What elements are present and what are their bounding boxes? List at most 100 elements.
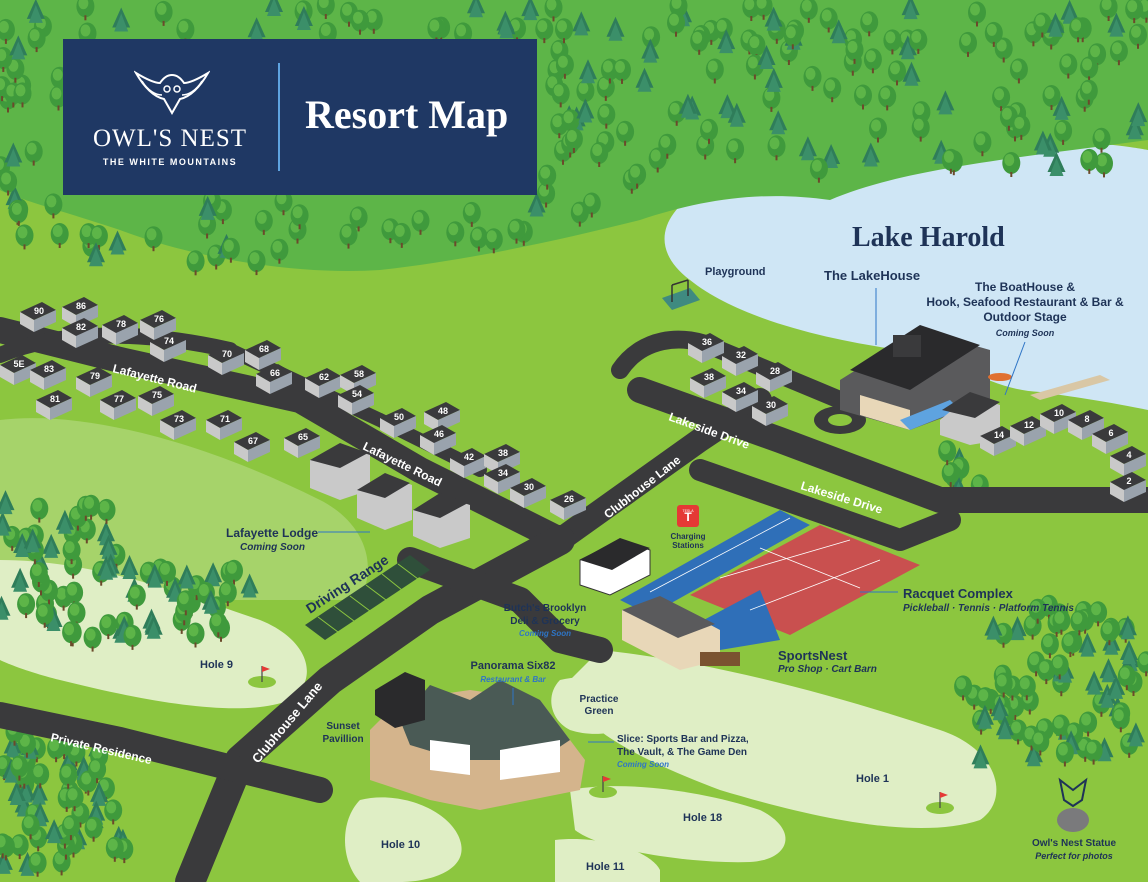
unit-number: 76 xyxy=(154,314,164,324)
practice-green-label-2: Green xyxy=(585,706,614,717)
owls-nest-statue xyxy=(1057,777,1089,832)
unit-number: 70 xyxy=(222,349,232,359)
unit-number: 38 xyxy=(498,448,508,458)
unit-number: 36 xyxy=(702,337,712,347)
slice-note: Coming Soon xyxy=(617,760,669,769)
statue-label: Owl's Nest Statue xyxy=(1032,838,1117,849)
sportsnest-note: Pro Shop · Cart Barn xyxy=(778,664,877,675)
unit-number: 74 xyxy=(164,336,174,346)
butchs-label-2: Deli & Grocery xyxy=(510,616,580,627)
driving-range xyxy=(305,555,430,640)
brand-name: OWL'S NEST xyxy=(92,125,248,152)
unit-number: 50 xyxy=(394,412,404,422)
lake-harold xyxy=(664,140,1148,410)
statue-note: Perfect for photos xyxy=(1035,851,1113,861)
unit-number: 4 xyxy=(1126,450,1131,460)
lafayette-lodge-label: Lafayette Lodge xyxy=(226,526,318,540)
sunset-label-2: Pavillion xyxy=(322,734,363,745)
title-panel: OWL'S NEST THE WHITE MOUNTAINS Resort Ma… xyxy=(63,39,537,195)
brand-logo: OWL'S NEST THE WHITE MOUNTAINS xyxy=(63,39,277,195)
butchs-deli-building xyxy=(579,538,651,596)
lafayette-lodge-note: Coming Soon xyxy=(240,542,305,553)
unit-number: 71 xyxy=(220,414,230,424)
unit-number: 5E xyxy=(13,359,24,369)
butchs-note: Coming Soon xyxy=(519,629,571,638)
sportsnest-building xyxy=(622,596,740,670)
racquet-courts xyxy=(620,510,920,650)
unit-number: 6 xyxy=(1108,428,1113,438)
racquet-note: Pickleball · Tennis · Platform Tennis xyxy=(903,603,1074,614)
unit-number: 54 xyxy=(352,389,362,399)
unit-number: 67 xyxy=(248,436,258,446)
playground-label: Playground xyxy=(705,266,766,278)
svg-text:T: T xyxy=(684,510,692,524)
unit-number: 77 xyxy=(114,394,124,404)
map-title: Resort Map xyxy=(305,92,509,137)
brand-tagline: THE WHITE MOUNTAINS xyxy=(102,157,238,167)
unit-number: 90 xyxy=(34,306,44,316)
unit-number: 14 xyxy=(994,430,1004,440)
boathouse-label-2: Hook, Seafood Restaurant & Bar & xyxy=(926,295,1124,309)
unit-number: 28 xyxy=(770,366,780,376)
unit-number: 78 xyxy=(116,319,126,329)
slice-label-1: Slice: Sports Bar and Pizza, xyxy=(617,734,749,745)
unit-number: 82 xyxy=(76,322,86,332)
unit-number: 32 xyxy=(736,350,746,360)
unit-number: 38 xyxy=(704,372,714,382)
unit-number: 86 xyxy=(76,301,86,311)
tesla-charging-icon: T TESLA xyxy=(677,505,699,527)
butchs-label-1: Butch's Brooklyn xyxy=(504,603,586,614)
unit-number: 62 xyxy=(319,372,329,382)
hole-11-label: Hole 11 xyxy=(586,861,625,873)
unit-number: 34 xyxy=(498,468,508,478)
boathouse-building xyxy=(940,373,1110,445)
hole-18-label: Hole 18 xyxy=(683,812,722,824)
unit-number: 75 xyxy=(152,390,162,400)
panorama-note: Restaurant & Bar xyxy=(480,675,546,684)
unit-number: 12 xyxy=(1024,420,1034,430)
racquet-label: Racquet Complex xyxy=(903,586,1014,601)
unit-number: 73 xyxy=(174,414,184,424)
unit-number: 10 xyxy=(1054,408,1064,418)
unit-number: 58 xyxy=(354,369,364,379)
sunset-label-1: Sunset xyxy=(326,721,360,732)
lafayette-lodge-building xyxy=(310,443,470,548)
roads xyxy=(0,317,1148,882)
unit-number: 30 xyxy=(766,400,776,410)
unit-number: 8 xyxy=(1084,414,1089,424)
charging-label-1: Charging xyxy=(670,532,705,541)
sportsnest-label: SportsNest xyxy=(778,648,848,663)
playground-icon xyxy=(662,279,700,310)
boathouse-label-1: The BoatHouse & xyxy=(975,280,1075,294)
unit-number: 34 xyxy=(736,386,746,396)
unit-number: 2 xyxy=(1126,476,1131,486)
svg-text:TESLA: TESLA xyxy=(682,509,694,513)
hole-10-label: Hole 10 xyxy=(381,839,420,851)
unit-number: 46 xyxy=(434,429,444,439)
unit-number: 42 xyxy=(464,452,474,462)
panorama-clubhouse-building xyxy=(370,672,585,810)
owl-logo-icon xyxy=(134,70,210,115)
hole-1-label: Hole 1 xyxy=(856,773,889,785)
unit-number: 30 xyxy=(524,482,534,492)
unit-number: 65 xyxy=(298,432,308,442)
lakehouse-label: The LakeHouse xyxy=(824,268,920,283)
lake-name: Lake Harold xyxy=(852,222,1005,253)
charging-label-2: Stations xyxy=(672,541,704,550)
title-divider xyxy=(278,63,280,171)
boathouse-label-3: Outdoor Stage xyxy=(983,310,1067,324)
unit-number: 68 xyxy=(259,344,269,354)
unit-number: 83 xyxy=(44,364,54,374)
unit-number: 79 xyxy=(90,371,100,381)
hole-9-label: Hole 9 xyxy=(200,659,233,671)
boathouse-note: Coming Soon xyxy=(996,328,1055,338)
practice-green-label-1: Practice xyxy=(580,694,619,705)
unit-number: 81 xyxy=(50,394,60,404)
unit-number: 26 xyxy=(564,494,574,504)
unit-number: 48 xyxy=(438,406,448,416)
unit-number: 66 xyxy=(270,368,280,378)
panorama-label: Panorama Six82 xyxy=(471,660,556,672)
slice-label-2: The Vault, & The Game Den xyxy=(617,747,747,758)
